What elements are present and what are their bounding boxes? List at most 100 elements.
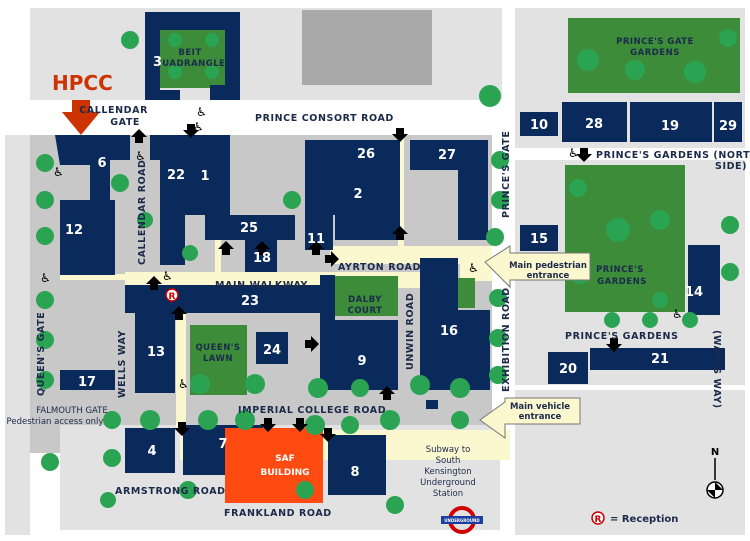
tree-icon [489,329,507,347]
unwin-path [398,135,404,250]
tree-icon [179,481,197,499]
building-17-number: 17 [78,375,96,390]
tree-icon [205,65,219,79]
tree-icon [479,85,501,107]
subway-label-1: Subway to [426,445,471,455]
gatehouse [426,400,438,409]
building-6-number: 6 [97,156,106,171]
princes-gardens-road-label: PRINCE'S GARDENS [565,331,679,342]
tree-icon [140,410,160,430]
princes-gardens-label-2: GARDENS [597,277,647,287]
tree-icon [305,415,325,435]
main-vehicle-entrance-label-2: entrance [519,412,562,422]
tree-icon [489,289,507,307]
building-24[interactable] [256,332,288,364]
tree-icon [103,449,121,467]
princes-gate-gardens-label-1: PRINCE'S GATE [616,37,694,47]
tree-icon [650,210,670,230]
building-26-number: 26 [357,147,375,162]
tree-icon [569,179,587,197]
tree-icon [486,228,504,246]
underground-roundel-icon [441,506,483,534]
queens-gate-path [60,274,130,280]
building-4-number: 4 [147,444,156,459]
building-23-number: 23 [241,294,259,309]
building-21[interactable] [590,348,725,370]
subway-label-3: Kensington [424,467,471,477]
tree-icon [121,31,139,49]
entrance-arrow-icon [325,251,339,267]
main-vehicle-entrance-callout [479,397,581,439]
princes-gardens-north-label: PRINCE'S GARDENS (NORTH [596,150,750,161]
tree-icon [36,331,54,349]
building-10[interactable] [520,112,558,136]
tree-icon [190,374,210,394]
tree-icon [103,411,121,429]
wheelchair-access-icon: ♿ [135,149,146,163]
dalby-court-label-1: DALBY [348,295,382,305]
tree-icon [604,312,620,328]
imperial-college-road-label: IMPERIAL COLLEGE ROAD [238,405,386,416]
wheelchair-icons: ♿ ♿ ♿ ♿ ♿ ♿ ♿ ♿ ♿ ♿ [40,105,683,391]
building-9[interactable] [320,275,398,390]
building-19[interactable] [630,102,712,142]
building-3[interactable] [145,12,240,100]
beit-quadrangle-grass [155,28,230,88]
tree-icon [198,410,218,430]
building-17[interactable] [60,370,115,390]
princes-gate-road-label: PRINCE'S GATE [501,131,512,218]
building-27[interactable] [410,140,488,240]
tree-icon [489,366,507,384]
buildings [55,12,742,503]
building-1[interactable] [193,148,215,213]
dalby-court-label-2: COURT [348,306,383,316]
building-25[interactable] [205,215,295,240]
hpcc-arrow-icon [62,100,100,135]
building-29[interactable] [714,102,742,142]
building-13-number: 13 [147,345,165,360]
dalby-court-grass [335,276,398,316]
entrance-arrow-icon [131,129,147,143]
building-28[interactable] [562,102,627,142]
tree-icon [491,191,509,209]
entrance-arrow-icon [174,422,190,436]
building-15-number: 15 [530,232,548,247]
tree-icon [182,245,198,261]
building-26[interactable] [305,140,400,167]
building-15[interactable] [520,225,558,251]
building-10-number: 10 [530,118,548,133]
building-20[interactable] [548,352,588,384]
compass-north-label: N [711,447,719,458]
main-walkway-label: MAIN WALKWAY [215,280,308,291]
entrance-arrow-icon [254,241,270,255]
building-8[interactable] [328,435,386,495]
royal-albert-hall-block [302,10,432,85]
queens-gate-label: QUEEN'S GATE [36,312,47,396]
reception-legend-marker: R [595,515,602,525]
building-1-number: 1 [200,169,209,184]
building-13[interactable] [135,308,175,393]
building-25-number: 25 [240,221,258,236]
watts-way-label: (WATTS WAY) [711,330,722,409]
reception-legend-icon [591,511,605,525]
callendar-gate-label-2: GATE [110,117,140,128]
building-16[interactable] [420,258,490,390]
building-4[interactable] [125,428,175,473]
tree-icon [168,65,182,79]
tree-icon [450,378,470,398]
building-2-number: 2 [353,187,362,202]
tree-icon [245,374,265,394]
building-6[interactable] [55,135,130,200]
entrance-arrow-icon [183,124,199,138]
tree-icon [380,410,400,430]
entrance-arrow-icon [576,148,592,162]
building-19-number: 19 [661,119,679,134]
princes-gardens-north-label-2: SIDE) [715,161,747,172]
entrance-arrow-icon [171,306,187,320]
tree-icon [341,416,359,434]
east-grass-strip [455,278,475,308]
tree-icon [410,375,430,395]
building-14[interactable] [688,245,720,315]
building-12[interactable] [60,200,115,275]
